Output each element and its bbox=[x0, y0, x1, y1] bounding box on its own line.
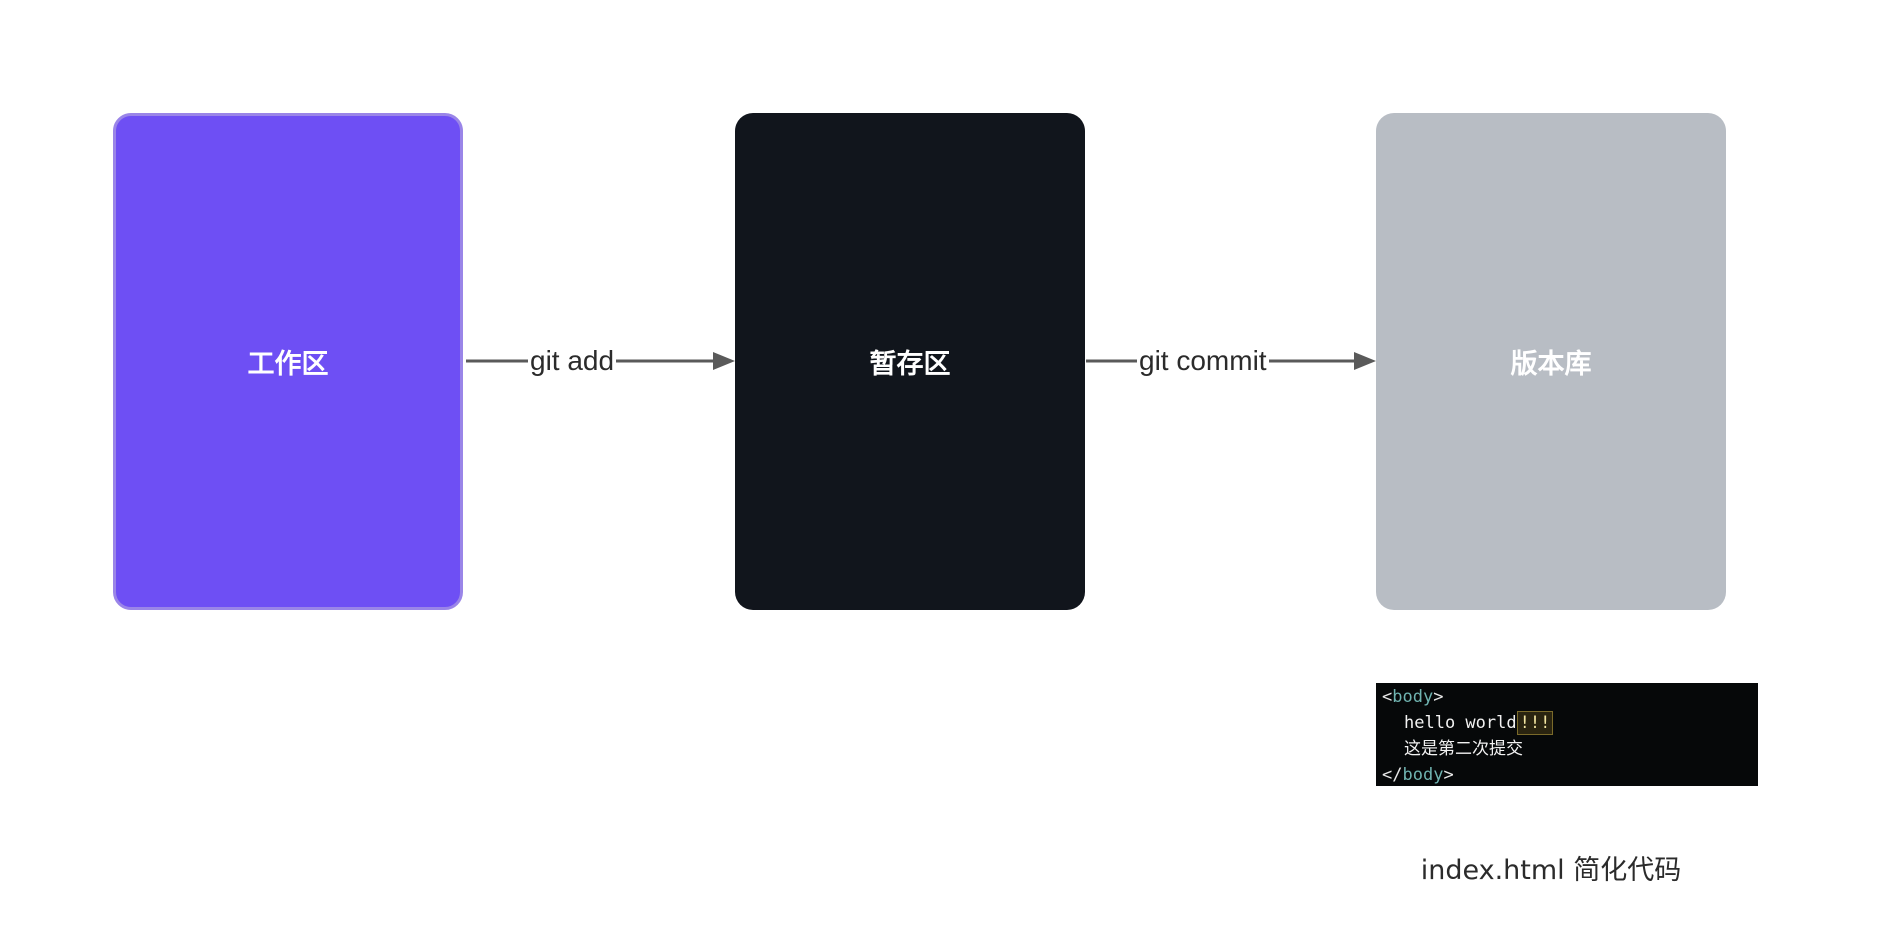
working-directory-box: 工作区 bbox=[113, 113, 463, 610]
code-highlighted-change: !!! bbox=[1516, 711, 1554, 735]
staging-area-label: 暂存区 bbox=[869, 349, 951, 380]
repository-box: 版本库 bbox=[1376, 113, 1726, 610]
code-line-close-body: </body> bbox=[1382, 762, 1758, 788]
code-close-lt: </ bbox=[1382, 765, 1403, 785]
code-close-tag-name: body bbox=[1402, 765, 1444, 785]
staging-area-box: 暂存区 bbox=[735, 113, 1085, 610]
git-add-label: git add bbox=[528, 341, 617, 381]
code-second-commit-text: 这是第二次提交 bbox=[1404, 739, 1523, 759]
working-directory-label: 工作区 bbox=[247, 349, 329, 380]
code-line-hello: hello world!!! bbox=[1382, 710, 1758, 736]
code-open-lt: < bbox=[1382, 687, 1393, 707]
code-caption: index.html 简化代码 bbox=[1420, 855, 1682, 886]
code-open-tag-name: body bbox=[1392, 687, 1434, 707]
repository-label: 版本库 bbox=[1510, 349, 1592, 380]
code-close-gt: > bbox=[1443, 765, 1454, 785]
code-open-gt: > bbox=[1433, 687, 1444, 707]
code-snippet: <body> hello world!!! 这是第二次提交 </body> bbox=[1376, 683, 1758, 786]
git-commit-label: git commit bbox=[1137, 341, 1269, 381]
code-line-second-commit: 这是第二次提交 bbox=[1382, 736, 1758, 762]
code-line-open-body: <body> bbox=[1382, 684, 1758, 710]
code-hello-text: hello world bbox=[1404, 713, 1517, 733]
